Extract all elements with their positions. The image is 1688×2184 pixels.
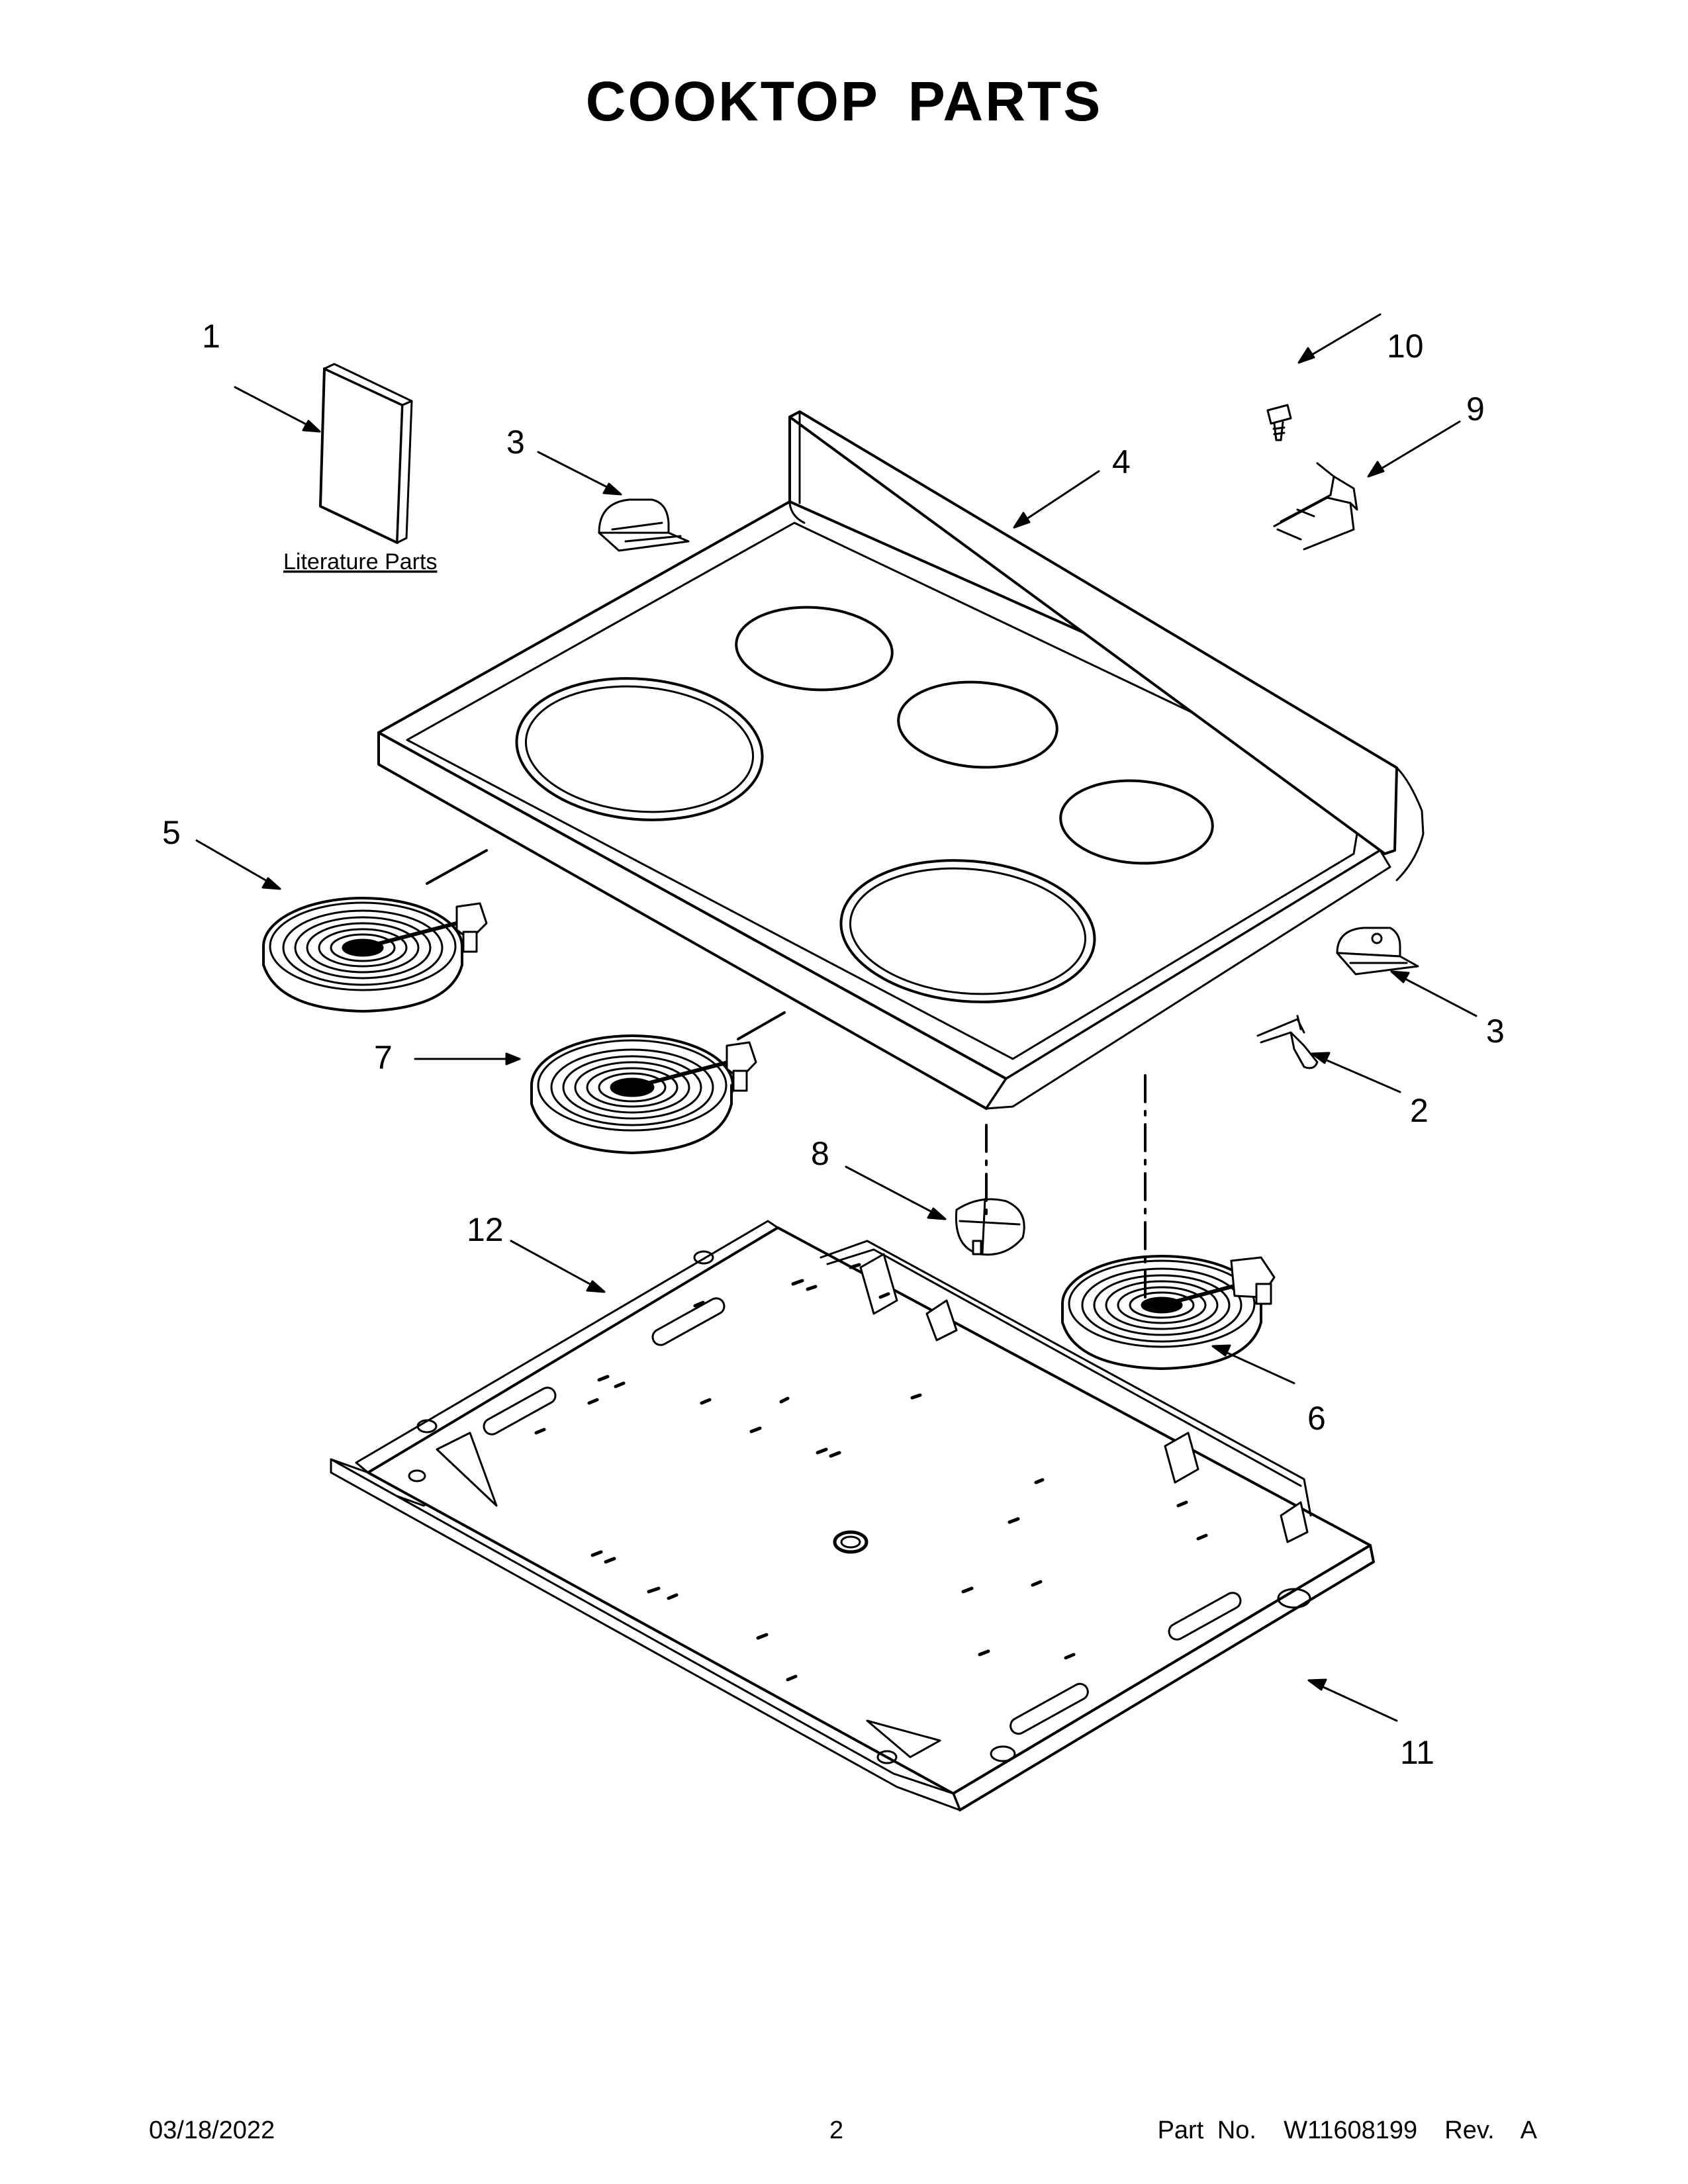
callout-4: 4 xyxy=(1112,443,1131,480)
clip-part-2 xyxy=(1256,1015,1319,1069)
clip-part-9 xyxy=(1273,462,1358,551)
radiant-element-part-6 xyxy=(1061,1255,1276,1370)
callout-1: 1 xyxy=(202,318,220,355)
cooktop-bracket-right xyxy=(1336,927,1419,976)
radiant-element-part-5 xyxy=(262,897,488,1013)
footer-date: 03/18/2022 xyxy=(149,2116,275,2144)
callout-arrows xyxy=(195,313,1477,1722)
screw-part-10 xyxy=(1266,404,1292,441)
tray-fastener-marks xyxy=(534,1263,1208,1682)
callout-numbers: 1 2 3 3 4 5 6 7 8 9 10 11 12 xyxy=(162,318,1505,1771)
assembly-lines xyxy=(426,849,1147,1298)
footer-part-number: Part No. W11608199 Rev. A xyxy=(1157,2116,1537,2144)
callout-8: 8 xyxy=(811,1135,829,1172)
callout-9: 9 xyxy=(1466,390,1485,428)
cooktop-tray-part-12 xyxy=(330,1220,1375,1811)
callout-3-left: 3 xyxy=(506,424,525,461)
callout-11: 11 xyxy=(1400,1734,1434,1771)
page-title: COOKTOP PARTS xyxy=(585,70,1103,132)
literature-parts-booklet xyxy=(319,363,413,544)
footer-page-number: 2 xyxy=(829,2116,844,2144)
callout-6: 6 xyxy=(1307,1400,1326,1437)
callout-12: 12 xyxy=(467,1211,504,1248)
callout-5: 5 xyxy=(162,814,181,851)
radiant-element-part-7 xyxy=(530,1034,757,1154)
cooktop-bracket-left xyxy=(598,498,690,552)
cooktop-glass-top xyxy=(377,410,1425,1110)
sensor-part-8 xyxy=(955,1198,1025,1256)
literature-parts-label: Literature Parts xyxy=(283,549,437,574)
callout-10: 10 xyxy=(1387,328,1424,365)
callout-7: 7 xyxy=(374,1039,393,1076)
callout-3-right: 3 xyxy=(1486,1013,1505,1050)
callout-2: 2 xyxy=(1410,1092,1429,1129)
